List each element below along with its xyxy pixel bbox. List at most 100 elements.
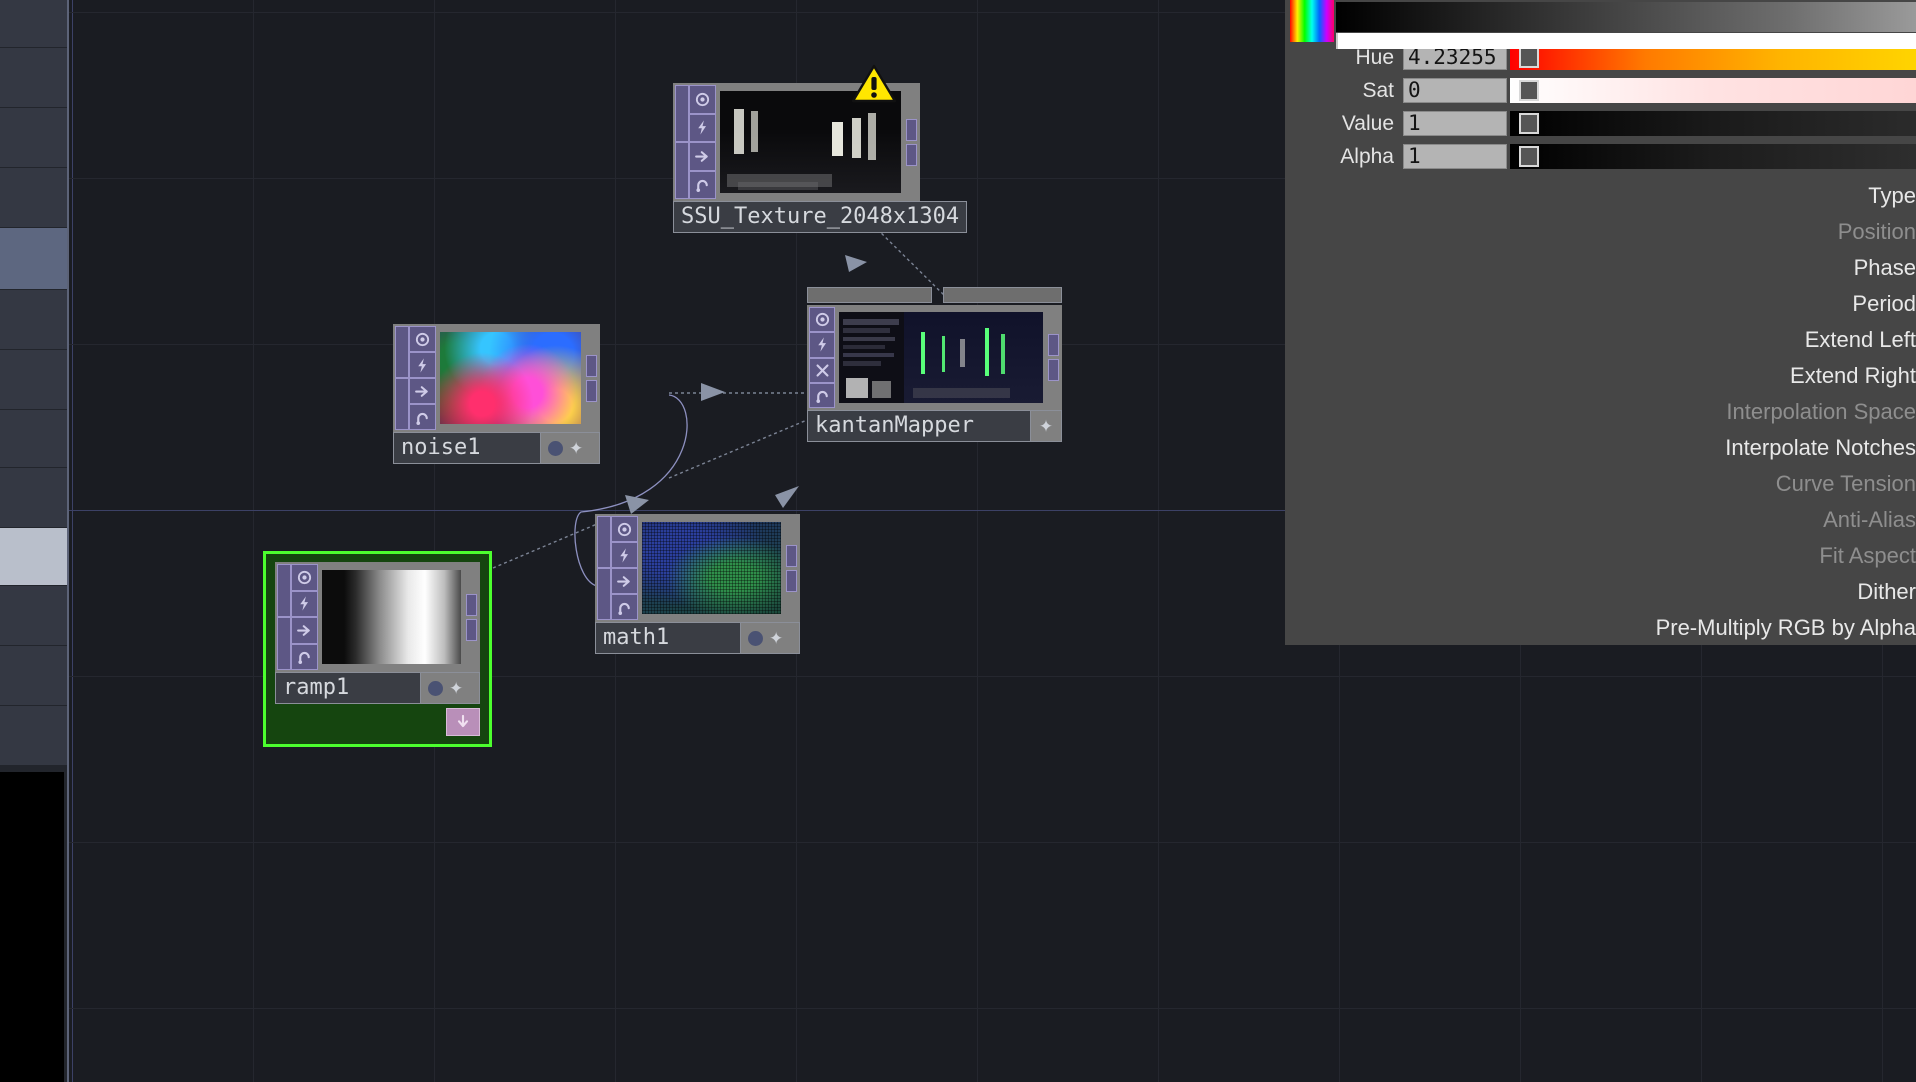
node-star-button[interactable]: ✦ bbox=[769, 628, 784, 648]
node-label-row[interactable]: math1 ✦ bbox=[595, 622, 800, 654]
output-port-1[interactable] bbox=[906, 118, 917, 141]
sidebar-strip-9[interactable] bbox=[0, 528, 67, 586]
node-star-button[interactable]: ✦ bbox=[569, 438, 584, 458]
node-math1[interactable]: math1 ✦ bbox=[595, 514, 800, 654]
node-output-column[interactable] bbox=[585, 326, 598, 430]
lock-icon[interactable] bbox=[409, 404, 436, 430]
lock-icon[interactable] bbox=[291, 643, 318, 670]
parameter-row-fit-aspect[interactable]: Fit Aspect bbox=[1285, 538, 1916, 574]
node-button-group[interactable]: ✦ bbox=[421, 672, 480, 704]
node-star-button[interactable]: ✦ bbox=[1038, 416, 1054, 436]
color-slider-value[interactable] bbox=[1510, 111, 1916, 136]
node-body[interactable] bbox=[673, 83, 920, 201]
parameter-row-dither[interactable]: Dither bbox=[1285, 574, 1916, 610]
hue-palette-strip[interactable] bbox=[1290, 0, 1334, 42]
node-body[interactable] bbox=[807, 305, 1062, 410]
node-dot-button[interactable] bbox=[548, 440, 563, 456]
sidebar-strip-0[interactable] bbox=[0, 0, 67, 48]
node-body[interactable] bbox=[275, 562, 480, 672]
parameter-row-interpolate-notches[interactable]: Interpolate Notches bbox=[1285, 430, 1916, 466]
output-port-2[interactable] bbox=[466, 618, 477, 641]
sidebar-strip-8[interactable] bbox=[0, 468, 67, 528]
download-arrow-icon[interactable] bbox=[446, 708, 480, 736]
input-port-top[interactable] bbox=[597, 516, 611, 568]
parameter-row-extend-left[interactable]: Extend Left bbox=[1285, 322, 1916, 358]
color-value-field-value[interactable]: 1 bbox=[1403, 111, 1507, 136]
input-port-top[interactable] bbox=[675, 85, 689, 142]
parameter-row-curve-tension[interactable]: Curve Tension bbox=[1285, 466, 1916, 502]
node-output-column[interactable] bbox=[1047, 307, 1060, 408]
input-port-top[interactable] bbox=[277, 564, 291, 617]
node-title[interactable]: math1 bbox=[595, 622, 741, 654]
node-output-column[interactable] bbox=[905, 85, 918, 199]
cook-icon[interactable] bbox=[291, 590, 318, 617]
input-port-bottom[interactable] bbox=[597, 568, 611, 620]
output-port-2[interactable] bbox=[586, 379, 597, 402]
export-icon[interactable] bbox=[409, 378, 436, 404]
output-port-1[interactable] bbox=[786, 544, 797, 567]
parameter-row-type[interactable]: Type bbox=[1285, 178, 1916, 214]
node-flag-column[interactable] bbox=[291, 564, 318, 670]
parameter-row-extend-right[interactable]: Extend Right bbox=[1285, 358, 1916, 394]
color-slider-handle[interactable] bbox=[1519, 146, 1539, 167]
sidebar-strip-10[interactable] bbox=[0, 586, 67, 646]
color-result-swatch[interactable] bbox=[1336, 33, 1916, 49]
input-port-bottom[interactable] bbox=[675, 142, 689, 199]
color-preview-bar[interactable] bbox=[1336, 2, 1916, 32]
node-title[interactable]: kantanMapper bbox=[807, 410, 1031, 442]
viewer-icon[interactable] bbox=[409, 326, 436, 352]
output-port-2[interactable] bbox=[1048, 359, 1059, 381]
export-icon[interactable] bbox=[291, 617, 318, 644]
sidebar-strip-4[interactable] bbox=[0, 228, 67, 290]
input-port-bottom[interactable] bbox=[277, 617, 291, 670]
node-tab-right[interactable] bbox=[943, 287, 1062, 303]
parameter-row-anti-alias[interactable]: Anti-Alias bbox=[1285, 502, 1916, 538]
sidebar-strip-11[interactable] bbox=[0, 646, 67, 706]
parameter-row-period[interactable]: Period bbox=[1285, 286, 1916, 322]
node-label-row[interactable]: noise1 ✦ bbox=[393, 432, 600, 464]
lock-icon[interactable] bbox=[611, 594, 638, 620]
cook-icon[interactable] bbox=[689, 113, 716, 142]
cook-icon[interactable] bbox=[409, 352, 436, 378]
viewer-icon[interactable] bbox=[291, 564, 318, 591]
color-value-field-sat[interactable]: 0 bbox=[1403, 78, 1507, 103]
node-title[interactable]: noise1 bbox=[393, 432, 541, 464]
node-ramp1[interactable]: ramp1 ✦ bbox=[275, 562, 480, 736]
output-port-1[interactable] bbox=[586, 354, 597, 377]
sidebar-strip-12[interactable] bbox=[0, 706, 67, 766]
sidebar-strip-list[interactable] bbox=[0, 0, 67, 766]
export-icon[interactable] bbox=[689, 142, 716, 171]
node-label-row[interactable]: ramp1 ✦ bbox=[275, 672, 480, 704]
node-dot-button[interactable] bbox=[428, 680, 443, 696]
node-noise1[interactable]: noise1 ✦ bbox=[393, 324, 600, 464]
sidebar-strip-5[interactable] bbox=[0, 290, 67, 350]
input-port-bottom[interactable] bbox=[395, 378, 409, 430]
parameter-row-interpolation-space[interactable]: Interpolation Space bbox=[1285, 394, 1916, 430]
node-output-column[interactable] bbox=[465, 564, 478, 670]
color-slider-handle[interactable] bbox=[1519, 80, 1539, 101]
parameter-row-position[interactable]: Position bbox=[1285, 214, 1916, 250]
node-flag-column[interactable] bbox=[409, 326, 436, 430]
output-port-1[interactable] bbox=[466, 593, 477, 616]
node-button-group[interactable]: ✦ bbox=[541, 432, 600, 464]
node-button-group[interactable]: ✦ bbox=[1031, 410, 1062, 442]
cook-icon[interactable] bbox=[809, 332, 835, 358]
sidebar-strip-3[interactable] bbox=[0, 168, 67, 228]
viewer-icon[interactable] bbox=[611, 516, 638, 542]
node-dot-button[interactable] bbox=[748, 630, 763, 646]
color-slider-handle[interactable] bbox=[1519, 47, 1539, 68]
color-value-field-alpha[interactable]: 1 bbox=[1403, 144, 1507, 169]
output-port-2[interactable] bbox=[906, 143, 917, 166]
export-icon[interactable] bbox=[611, 568, 638, 594]
lock-icon[interactable] bbox=[689, 170, 716, 199]
warning-triangle-icon[interactable] bbox=[851, 64, 897, 104]
node-label-row[interactable]: SSU_Texture_2048x1304 bbox=[673, 201, 968, 233]
node-title[interactable]: ramp1 bbox=[275, 672, 421, 704]
sidebar-strip-6[interactable] bbox=[0, 350, 67, 410]
sidebar-strip-1[interactable] bbox=[0, 48, 67, 108]
node-flag-column[interactable] bbox=[689, 85, 716, 199]
node-label-row[interactable]: kantanMapper ✦ bbox=[807, 410, 1062, 442]
